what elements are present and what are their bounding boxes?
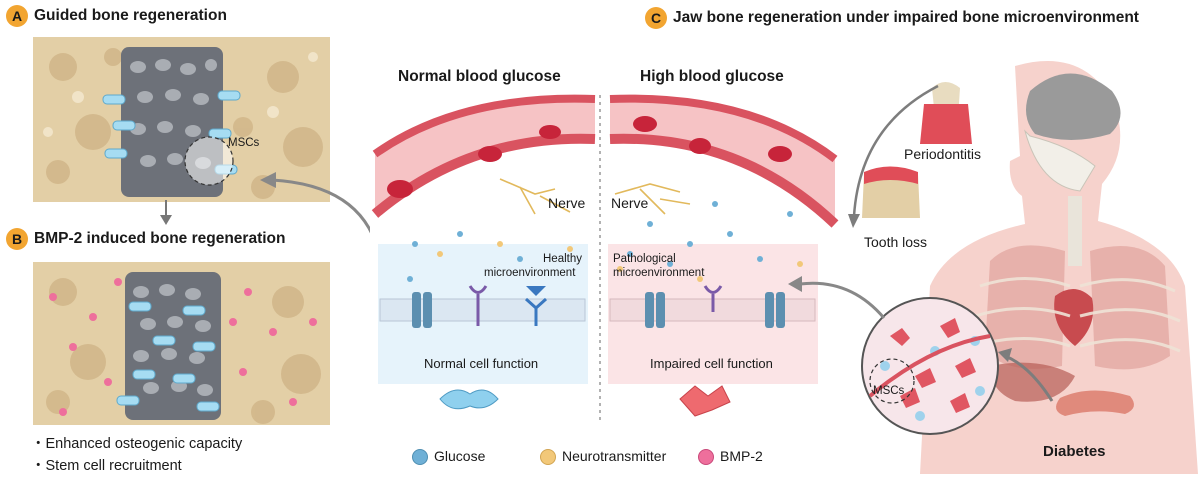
- bullet-osteogenic: ・Enhanced osteogenic capacity: [31, 436, 243, 452]
- legend: Glucose Neurotransmitter BMP-2: [412, 446, 812, 468]
- pathological-label-1: Pathological: [613, 253, 676, 265]
- badge-a: A: [6, 5, 28, 27]
- panel-c-title: Jaw bone regeneration under impaired bon…: [673, 9, 1139, 26]
- bone-scaffold-illustration-a: [33, 37, 330, 202]
- body-illustration: [848, 61, 1198, 474]
- bullet-stem-cell: ・Stem cell recruitment: [31, 458, 182, 474]
- badge-b: B: [6, 228, 28, 250]
- legend-neurotransmitter-dot: [540, 449, 556, 465]
- tooth-loss-label: Tooth loss: [864, 234, 928, 250]
- down-arrow: [160, 200, 172, 225]
- nerve-label-normal: Nerve: [548, 195, 586, 211]
- curved-arrow-to-a: [260, 172, 380, 251]
- badge-c: C: [645, 7, 667, 29]
- high-title: High blood glucose: [640, 68, 784, 85]
- healthy-label-1: Healthy: [543, 253, 582, 265]
- microenvironment-illustration: [370, 94, 839, 434]
- pathological-label-2: microenvironment: [613, 267, 705, 279]
- healthy-label-2: microenvironment: [484, 267, 576, 279]
- msc-label-c: MSCs: [873, 385, 905, 397]
- normal-title: Normal blood glucose: [398, 68, 561, 85]
- panel-b-title: BMP-2 induced bone regeneration: [34, 230, 286, 247]
- diabetes-label: Diabetes: [1043, 443, 1106, 460]
- bone-scaffold-illustration-b: [33, 262, 330, 425]
- curved-arrow-to-middle: [788, 276, 886, 319]
- panel-a-title: Guided bone regeneration: [34, 7, 227, 24]
- impaired-cell-function: Impaired cell function: [650, 356, 773, 371]
- periodontitis-label: Periodontitis: [904, 146, 982, 162]
- msc-label-a: MSCs: [228, 137, 260, 149]
- legend-bmp2-label: BMP-2: [720, 448, 763, 464]
- legend-bmp2-dot: [698, 449, 714, 465]
- legend-glucose-label: Glucose: [434, 448, 486, 464]
- legend-glucose-dot: [412, 449, 428, 465]
- legend-neurotransmitter-label: Neurotransmitter: [562, 448, 667, 464]
- nerve-label-high: Nerve: [611, 195, 649, 211]
- normal-cell-function: Normal cell function: [424, 356, 539, 371]
